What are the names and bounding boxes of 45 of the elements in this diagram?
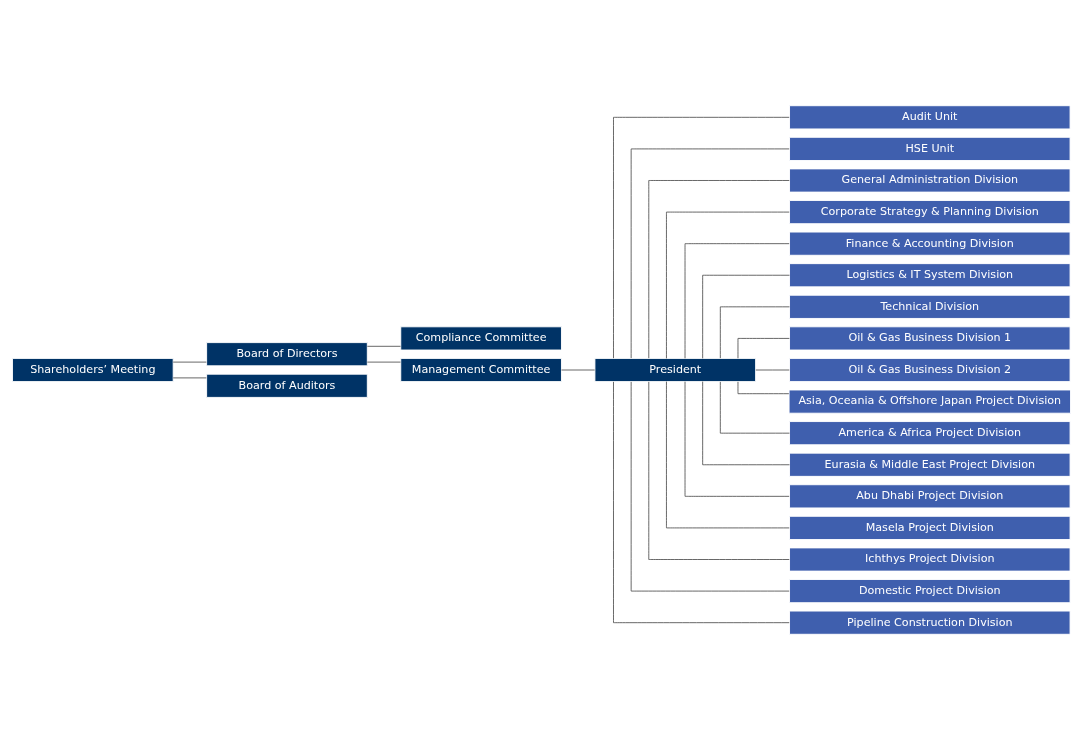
connector	[666, 211, 790, 359]
node-box: Board of Directors	[206, 342, 368, 367]
connector	[719, 306, 790, 359]
node-box: Domestic Project Division	[789, 579, 1071, 604]
node-box: Board of Auditors	[206, 373, 368, 398]
connector	[613, 381, 790, 624]
connector	[366, 361, 401, 363]
connector	[666, 381, 790, 529]
connector	[684, 381, 790, 497]
connector	[613, 116, 790, 359]
connector	[684, 243, 790, 359]
connector	[648, 381, 790, 560]
node-box: Shareholders’ Meeting	[12, 357, 174, 383]
node-box: Finance & Accounting Division	[789, 231, 1071, 256]
connector	[630, 381, 790, 592]
connector	[648, 180, 790, 359]
connector	[702, 274, 790, 359]
node-box: President	[594, 357, 757, 383]
connector	[366, 345, 401, 347]
node-box: HSE Unit	[789, 136, 1071, 161]
connector	[737, 338, 790, 359]
node-box: General Administration Division	[789, 168, 1071, 193]
node-box: Masela Project Division	[789, 515, 1071, 540]
connector	[737, 381, 790, 395]
node-box: Pipeline Construction Division	[789, 610, 1071, 635]
node-box: Logistics & IT System Division	[789, 263, 1071, 288]
node-box: Compliance Committee	[400, 326, 562, 351]
node-box: Asia, Oceania & Offshore Japan Project Division	[788, 389, 1071, 414]
node-box: Audit Unit	[789, 105, 1071, 130]
connector	[719, 381, 790, 434]
node-box: Oil & Gas Business Division 1	[789, 326, 1071, 351]
node-box: Abu Dhabi Project Division	[789, 484, 1071, 509]
node-box: Ichthys Project Division	[789, 547, 1071, 572]
node-box: Technical Division	[789, 294, 1071, 319]
connector	[755, 369, 790, 371]
node-box: America & Africa Project Division	[789, 421, 1071, 446]
connector	[561, 369, 595, 371]
node-box: Corporate Strategy & Planning Division	[789, 200, 1071, 225]
connector	[172, 377, 207, 379]
node-box: Management Committee	[400, 357, 562, 383]
connector	[172, 361, 207, 363]
connector	[702, 381, 790, 466]
node-box: Oil & Gas Business Division 2	[789, 357, 1071, 383]
node-box: Eurasia & Middle East Project Division	[789, 452, 1071, 477]
connector	[630, 148, 790, 359]
